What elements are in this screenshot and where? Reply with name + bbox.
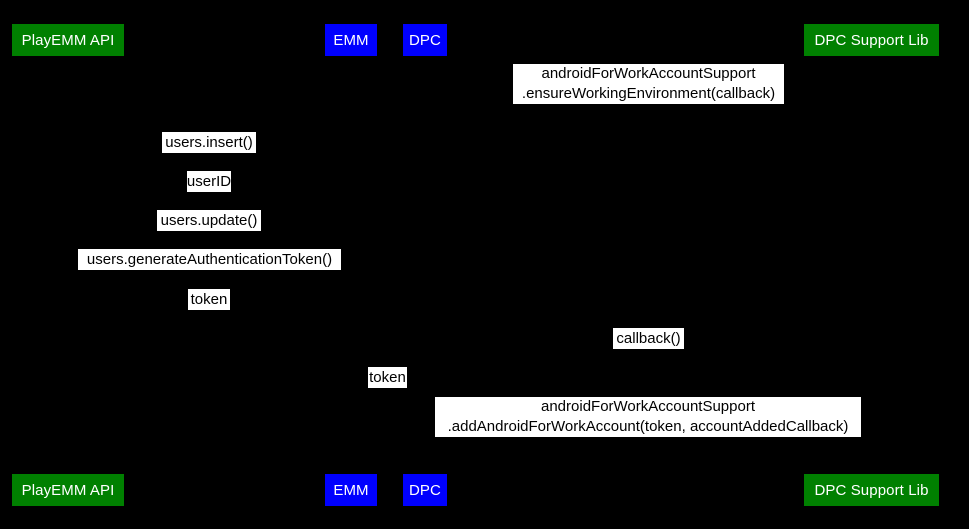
message-label-users-insert: users.insert()	[162, 132, 256, 153]
participant-label: DPC	[409, 31, 441, 49]
participant-dpc-support-lib-bottom[interactable]: DPC Support Lib	[804, 474, 939, 506]
message-label-users-update: users.update()	[157, 210, 261, 231]
participant-playemm-api-bottom[interactable]: PlayEMM API	[12, 474, 124, 506]
message-label-generate-authentication-token: users.generateAuthenticationToken()	[78, 249, 341, 270]
participant-dpc-top[interactable]: DPC	[403, 24, 447, 56]
message-label-add-android-for-work-account: androidForWorkAccountSupport .addAndroid…	[435, 397, 861, 437]
message-line-2: .addAndroidForWorkAccount(token, account…	[447, 417, 849, 435]
message-line-1: users.insert()	[165, 133, 253, 151]
participant-label: DPC Support Lib	[814, 31, 929, 49]
message-label-ensure-working-environment: androidForWorkAccountSupport .ensureWork…	[513, 64, 784, 104]
participant-label: EMM	[333, 481, 369, 499]
message-label-token-2: token	[368, 367, 407, 388]
participant-label: PlayEMM API	[21, 31, 115, 49]
message-label-callback: callback()	[613, 328, 684, 349]
message-line-1: androidForWorkAccountSupport	[541, 397, 755, 415]
message-line-1: users.generateAuthenticationToken()	[86, 250, 333, 268]
participant-emm-bottom[interactable]: EMM	[325, 474, 377, 506]
message-line-1: androidForWorkAccountSupport	[541, 64, 756, 82]
message-label-token-1: token	[188, 289, 230, 310]
participant-label: PlayEMM API	[21, 481, 115, 499]
participant-dpc-support-lib-top[interactable]: DPC Support Lib	[804, 24, 939, 56]
participant-emm-top[interactable]: EMM	[325, 24, 377, 56]
message-line-1: callback()	[616, 329, 681, 347]
participant-playemm-api-top[interactable]: PlayEMM API	[12, 24, 124, 56]
participant-dpc-bottom[interactable]: DPC	[403, 474, 447, 506]
message-label-userid: userID	[187, 171, 231, 192]
participant-label: DPC Support Lib	[814, 481, 929, 499]
participant-label: DPC	[409, 481, 441, 499]
participant-label: EMM	[333, 31, 369, 49]
message-line-1: token	[190, 290, 228, 308]
message-line-1: token	[369, 368, 406, 386]
message-line-1: users.update()	[160, 211, 258, 229]
message-line-1: userID	[186, 172, 232, 190]
message-line-2: .ensureWorkingEnvironment(callback)	[521, 84, 776, 102]
